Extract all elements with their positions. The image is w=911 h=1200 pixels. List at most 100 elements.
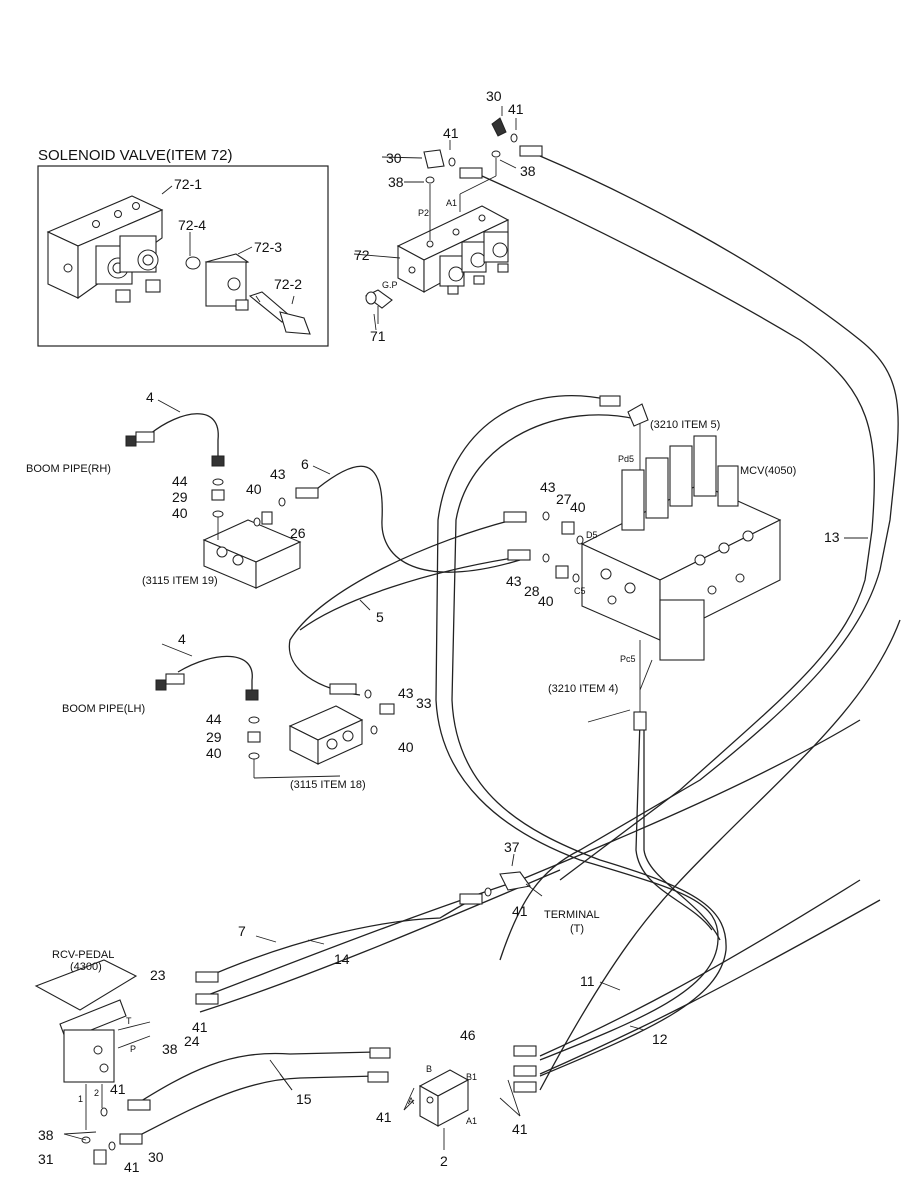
callout-38: 38 [388,174,404,190]
hose-11-12 [435,395,901,1091]
callout-30: 30 [486,88,502,104]
port-b1: B1 [466,1072,477,1082]
callout-43: 43 [540,479,556,495]
manifold-block-2 [418,1069,470,1150]
hose-5 [288,517,527,696]
port-b: B [426,1064,432,1074]
callout-40: 40 [398,739,414,755]
callout-2: 2 [440,1153,448,1169]
label-72-1: 72-1 [174,176,202,192]
callout-72: 72 [354,247,370,263]
hose-13 [481,155,899,961]
callout-71: 71 [370,328,386,344]
label-72-2: 72-2 [274,276,302,292]
callout-37: 37 [504,839,520,855]
ref-3115-item18: (3115 ITEM 18) [290,779,366,791]
top-fittings [353,106,518,331]
hose-15 [129,1051,377,1141]
port-1: 1 [78,1094,83,1104]
callout-38: 38 [38,1127,54,1143]
hose-7-14 [199,719,861,1013]
callout-31: 31 [38,1151,54,1167]
port-p2: P2 [418,208,429,218]
callout-41: 41 [512,903,528,919]
port-pd5: Pd5 [618,454,634,464]
callout-40: 40 [570,499,586,515]
port-a1: A1 [446,198,457,208]
inset-frame [37,165,329,347]
hose-6 [317,465,521,573]
rcv-pedal [34,959,151,1130]
callout-29: 29 [206,729,222,745]
callout-43: 43 [506,573,522,589]
callout-41: 41 [376,1109,392,1125]
mcv-label: MCV(4050) [740,465,796,477]
callout-43: 43 [270,466,286,482]
callout-4: 4 [146,389,154,405]
clamp-block-18 [253,705,364,779]
solenoid-valve-inset: SOLENOID VALVE(ITEM 72) [37,147,329,347]
callout-4: 4 [178,631,186,647]
small-fittings [81,403,649,1165]
callout-40: 40 [538,593,554,609]
port-t: T [126,1016,132,1026]
callout-27: 27 [556,491,572,507]
ref-3210-item5: (3210 ITEM 5) [650,419,720,431]
hose-fittings [119,145,647,1145]
callout-13: 13 [824,529,840,545]
rcv-pedal-number: (4300) [70,961,102,973]
o-ring-72-4 [185,256,201,270]
callout-26: 26 [290,525,306,541]
callout-41: 41 [192,1019,208,1035]
port-a1-lower: A1 [466,1116,477,1126]
terminal-label: TERMINAL [544,909,600,921]
adapter-block-72-3 [204,253,250,311]
port-a: A [408,1096,414,1106]
port-p: P [130,1044,136,1054]
clamp-block-19 [202,514,302,589]
callout-44: 44 [172,473,188,489]
callout-38: 38 [520,163,536,179]
label-72-3: 72-3 [254,239,282,255]
callout-46: 46 [460,1027,476,1043]
callout-labels: 30 41 41 30 38 38 P2 A1 G.P 72 71 (3210 … [26,88,840,1175]
callout-30: 30 [386,150,402,166]
port-c5: C5 [574,586,586,596]
callout-24: 24 [184,1033,200,1049]
callout-41: 41 [124,1159,140,1175]
callout-33: 33 [416,695,432,711]
port-pc5: Pc5 [620,654,636,664]
valve-block-72-1 [46,195,164,303]
callout-40: 40 [206,745,222,761]
port-d5: D5 [586,530,598,540]
callout-5: 5 [376,609,384,625]
fitting-72-2 [248,291,311,335]
callout-41: 41 [110,1081,126,1097]
boom-pipe-rh: BOOM PIPE(RH) [26,463,111,475]
callout-40: 40 [172,505,188,521]
hose-4-rh [149,413,219,460]
callout-11: 11 [580,973,595,989]
port-2: 2 [94,1088,99,1098]
callout-43: 43 [398,685,414,701]
fitting-71 [364,289,393,324]
main-control-valve [580,407,782,712]
terminal-t: (T) [570,923,584,935]
solenoid-valve-72 [396,205,510,295]
boom-pipe-lh: BOOM PIPE(LH) [62,703,145,715]
callout-leaders [63,399,868,1141]
callout-38: 38 [162,1041,178,1057]
callout-15: 15 [296,1091,312,1107]
inset-title: SOLENOID VALVE(ITEM 72) [38,147,233,164]
callout-23: 23 [150,967,166,983]
callout-14: 14 [334,951,350,967]
callout-6: 6 [301,456,309,472]
callout-44: 44 [206,711,222,727]
hose-4-lh [177,655,253,690]
callout-30: 30 [148,1149,164,1165]
callout-41: 41 [512,1121,528,1137]
port-gp: G.P [382,280,398,290]
rcv-pedal-label: RCV-PEDAL [52,949,114,961]
ref-3115-item19: (3115 ITEM 19) [142,575,218,587]
